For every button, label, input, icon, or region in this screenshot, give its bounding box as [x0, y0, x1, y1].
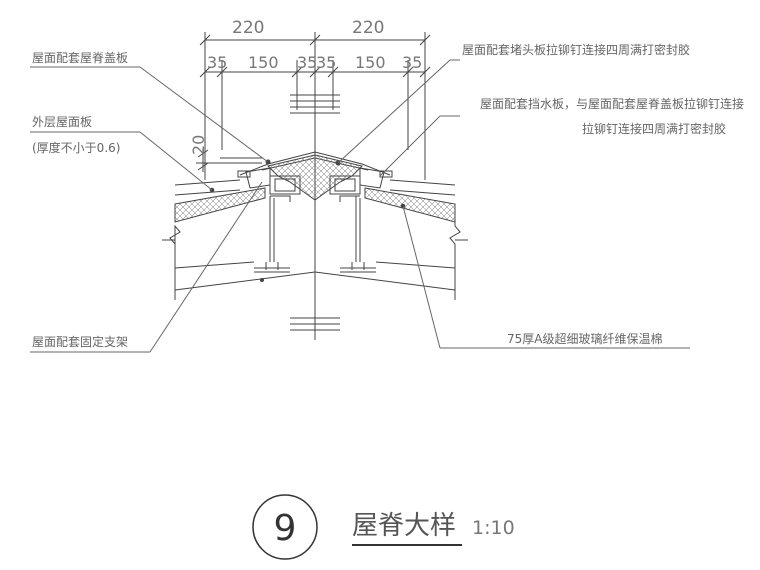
detail-title: 屋脊大样	[352, 511, 456, 541]
leader-lines	[30, 59, 690, 353]
dim-seg-4: 35	[316, 53, 336, 72]
label-fixed-bracket: 屋面配套固定支架	[32, 334, 128, 349]
label-water-stop-line1: 屋面配套挡水板，与屋面配套屋脊盖板拉铆钉连接	[480, 96, 744, 111]
label-outer-panel: 外层屋面板	[32, 115, 92, 129]
dim-seg-1: 35	[207, 53, 227, 72]
dim-overall-left: 220	[232, 18, 264, 38]
label-outer-panel-note: (厚度不小于0.6)	[32, 140, 120, 155]
label-insulation: 75厚A级超细玻璃纤维保温棉	[507, 331, 662, 346]
dim-overall-right: 220	[352, 18, 384, 38]
dim-seg-3: 35	[297, 53, 317, 72]
roof-assembly	[162, 151, 468, 300]
label-water-stop-line2: 拉铆钉连接四周满打密封胶	[582, 121, 726, 136]
dim-seg-2: 150	[248, 53, 279, 72]
detail-number-circle	[252, 494, 318, 560]
detail-number: 9	[274, 508, 297, 549]
title-block: 9 屋脊大样 1:10	[252, 494, 515, 560]
label-ridge-cover: 屋面配套屋脊盖板	[32, 51, 128, 65]
detail-scale: 1:10	[472, 517, 515, 539]
label-end-plate: 屋面配套堵头板拉铆钉连接四周满打密封胶	[462, 42, 690, 57]
dimension-gap	[196, 148, 262, 172]
dim-seg-6: 35	[402, 53, 422, 72]
dim-seg-5: 150	[355, 53, 386, 72]
dim-gap: 20	[189, 135, 208, 155]
